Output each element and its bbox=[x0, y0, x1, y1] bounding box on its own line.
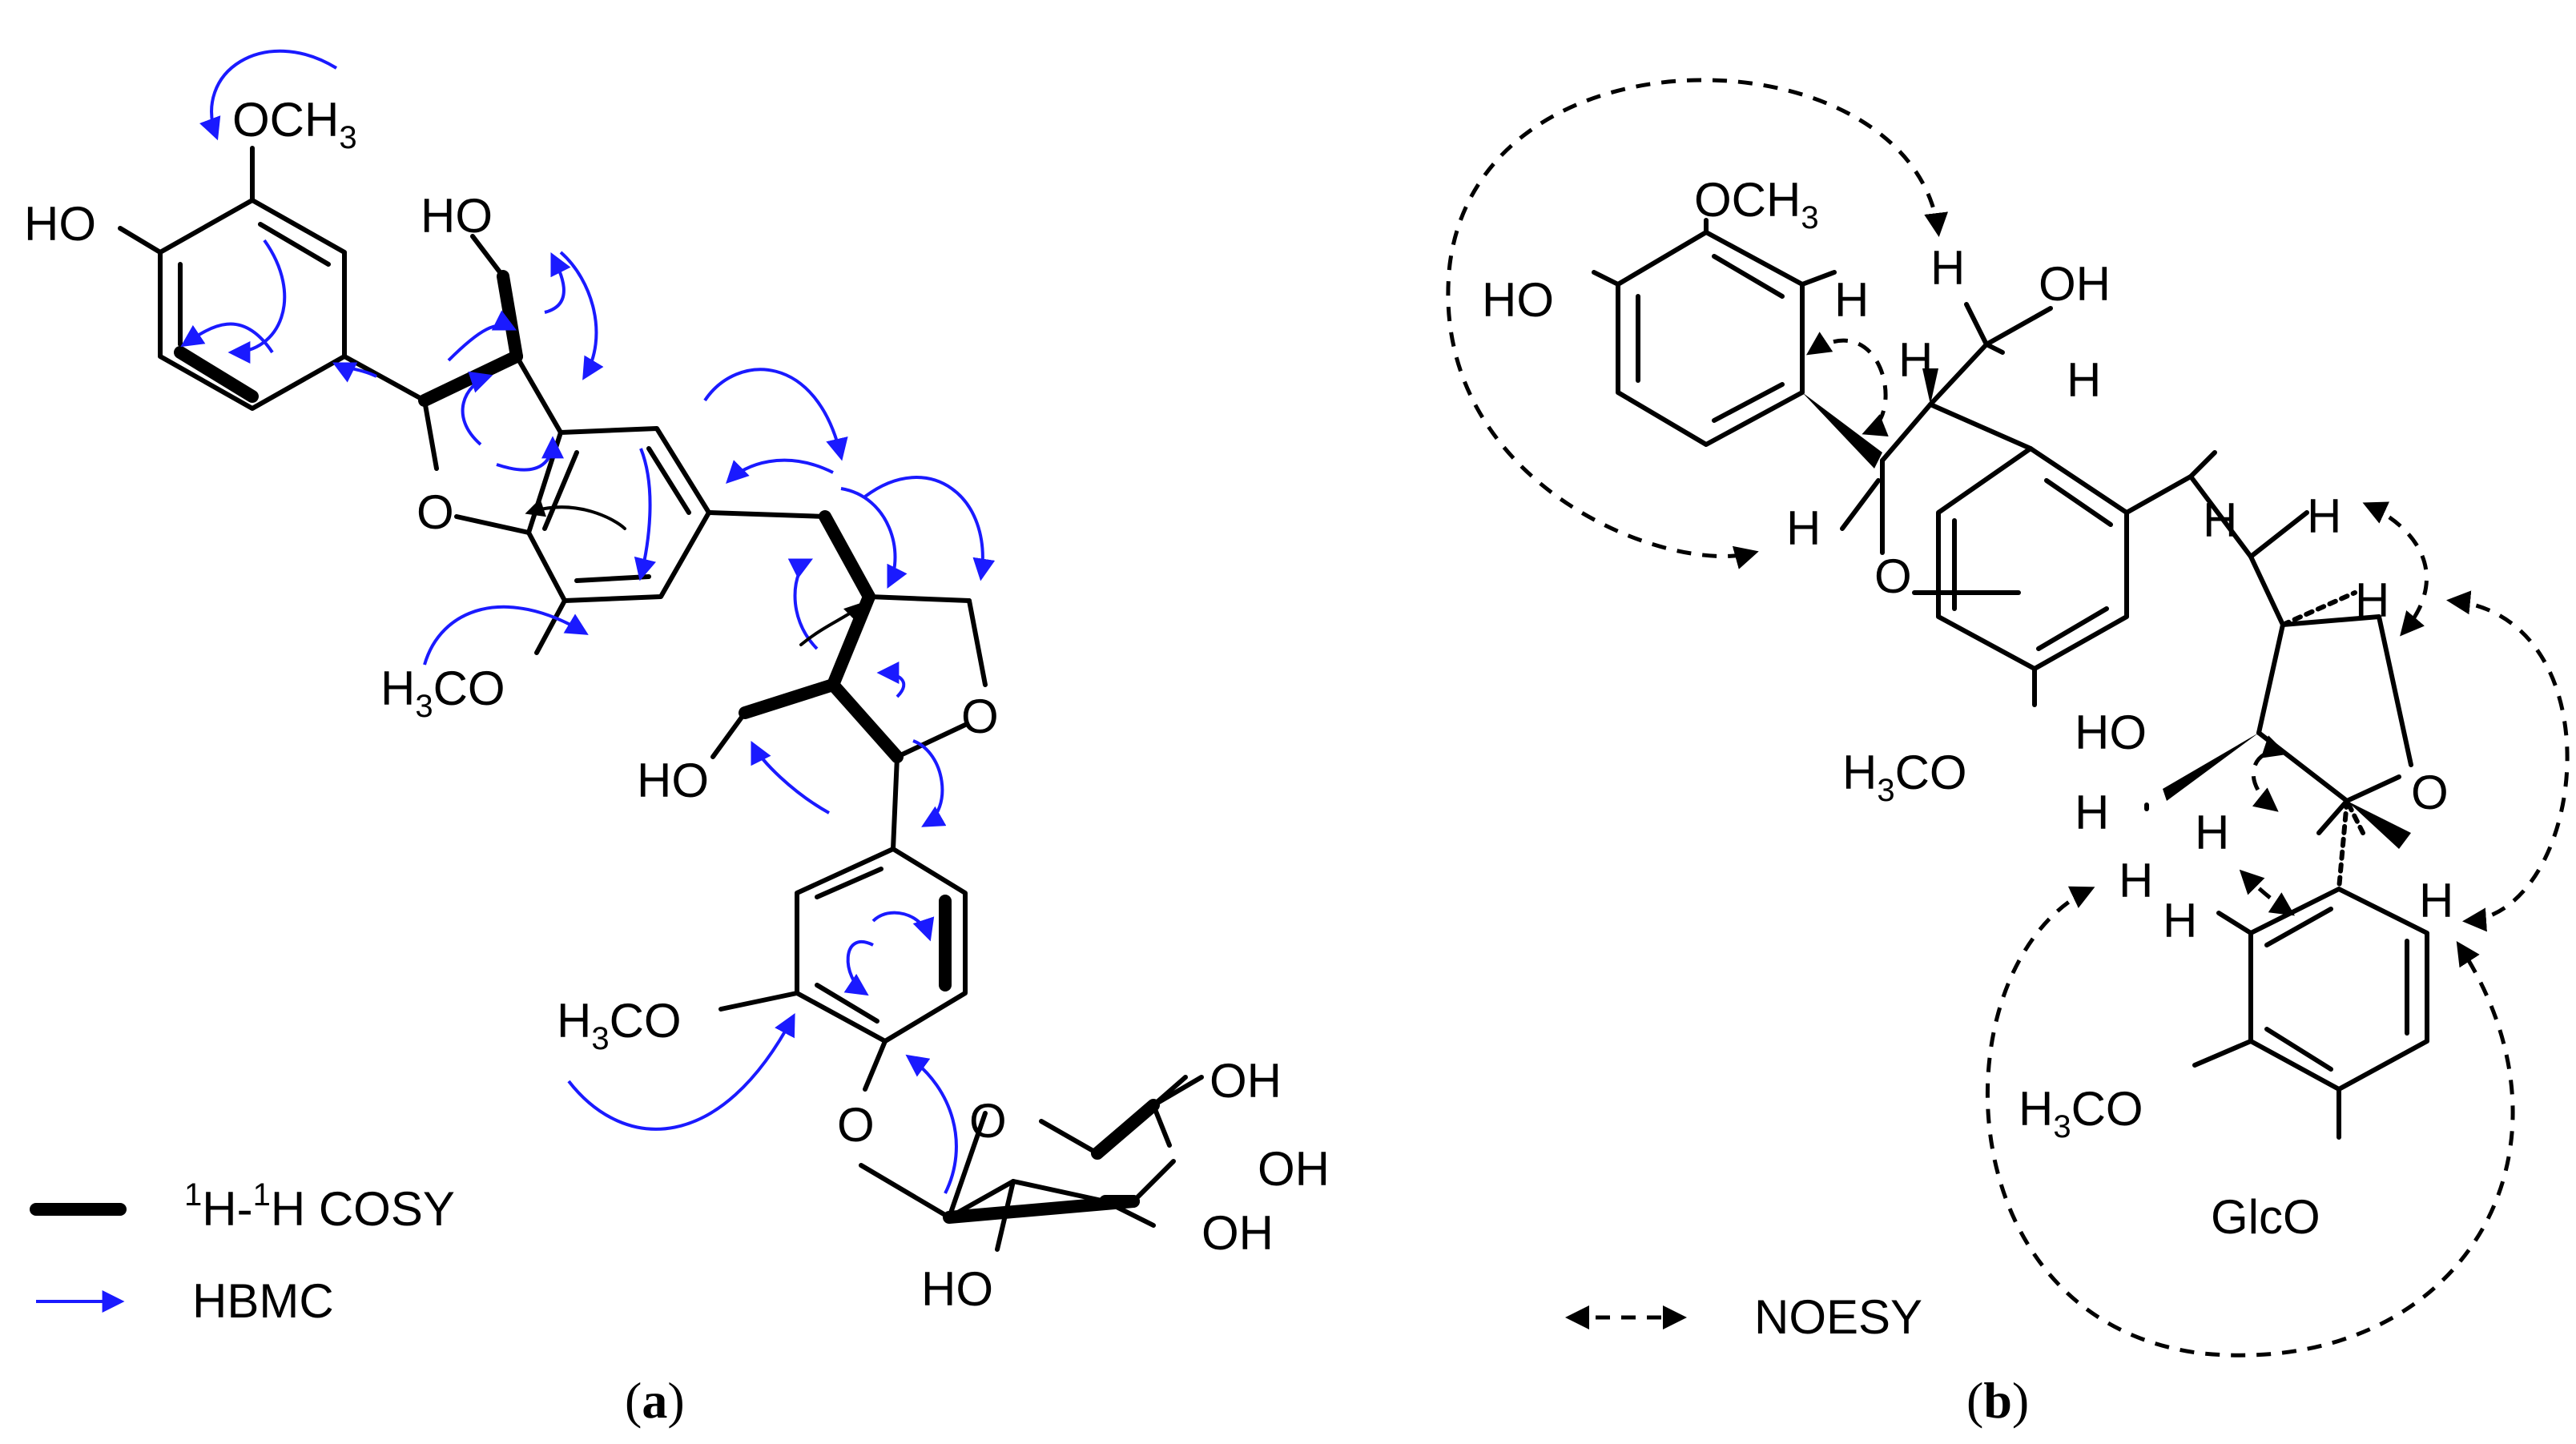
label-och3-top-a: OCH3 bbox=[232, 93, 357, 155]
label-ho-left-b: HO bbox=[1482, 273, 1554, 327]
label-h-c8-b: H bbox=[1898, 333, 1933, 387]
label-h-thf-a-b: H bbox=[2355, 573, 2389, 627]
panel-a: OCH3 HO HO O H3CO O HO H3CO O O OH OH OH… bbox=[24, 49, 1330, 1429]
label-h-ch2x-b: H bbox=[2075, 786, 2109, 839]
label-oh-ch2-b: OH bbox=[2039, 257, 2111, 311]
label-h-ch2b-b: H bbox=[2067, 353, 2101, 407]
noesy-arcs bbox=[1446, 78, 2570, 1358]
thf-structure bbox=[710, 510, 988, 851]
glucose-structure bbox=[943, 1075, 1204, 1252]
label-o-glc-link-a: O bbox=[837, 1098, 875, 1152]
caption-a: (a) bbox=[625, 1372, 685, 1429]
label-oh-1-a: OH bbox=[1210, 1054, 1282, 1108]
label-h-thf-b-b: H bbox=[2195, 806, 2229, 859]
label-h-ar-b: H bbox=[1834, 273, 1869, 327]
label-h-ch2-b-b: H bbox=[2307, 489, 2341, 543]
ring-b-structure bbox=[526, 426, 827, 655]
label-ho-glc-a: HO bbox=[921, 1262, 993, 1316]
caption-b: (b) bbox=[1966, 1372, 2029, 1429]
label-ho-left-a: HO bbox=[24, 197, 96, 251]
panel-b: OCH3 HO H H OH H H H O H3CO H H H HO H O… bbox=[1446, 78, 2570, 1429]
label-h-c7-b: H bbox=[1786, 501, 1821, 555]
label-o-glc-ring-a: O bbox=[969, 1094, 1007, 1148]
dihydrofuran-structure-b bbox=[1840, 402, 2033, 595]
legend-b: NOESY bbox=[1565, 1290, 1922, 1344]
label-h3co-mid-a: H3CO bbox=[380, 662, 505, 724]
ring-a-structure bbox=[118, 146, 427, 411]
label-o-thf-b: O bbox=[2411, 766, 2449, 819]
label-o-furan-a: O bbox=[417, 485, 454, 539]
label-h3co-low-a: H3CO bbox=[557, 994, 682, 1056]
legend-a: 1H-1H COSY HBMC bbox=[30, 1177, 455, 1328]
legend-cosy-label: 1H-1H COSY bbox=[184, 1177, 455, 1236]
label-h-ch2a-b: H bbox=[1930, 241, 1965, 295]
ring-a-structure-b bbox=[1592, 218, 1837, 447]
label-ho-ch2-a: HO bbox=[421, 189, 493, 243]
label-oh-3-a: OH bbox=[1201, 1206, 1274, 1260]
ring-c-structure-b bbox=[2192, 887, 2429, 1140]
legend-noesy-label: NOESY bbox=[1754, 1290, 1922, 1344]
label-ho-thf-a: HO bbox=[637, 754, 709, 807]
label-o-furan-b: O bbox=[1874, 549, 1912, 603]
label-och3-top-b: OCH3 bbox=[1694, 173, 1819, 235]
label-h-ch2-a-b: H bbox=[2203, 493, 2237, 547]
label-h-glc-a-b: H bbox=[2119, 854, 2153, 907]
hmbc-arrows bbox=[180, 49, 996, 1194]
thf-structure-b bbox=[2248, 554, 2413, 835]
ring-c-structure bbox=[718, 847, 968, 1220]
label-h-glc-b-b: H bbox=[2163, 894, 2197, 947]
label-ho-ch2-b: HO bbox=[2075, 706, 2147, 759]
label-h3co-low-b: H3CO bbox=[2019, 1082, 2143, 1144]
label-h3co-b: H3CO bbox=[1842, 746, 1967, 808]
legend-hmbc-label: HBMC bbox=[192, 1274, 334, 1328]
label-o-thf-a: O bbox=[961, 690, 999, 743]
label-glco-b: GlcO bbox=[2211, 1190, 2320, 1244]
label-oh-2-a: OH bbox=[1258, 1142, 1330, 1196]
ring-b-structure-b bbox=[1936, 446, 2309, 707]
label-h-ar2-b: H bbox=[2419, 874, 2453, 927]
